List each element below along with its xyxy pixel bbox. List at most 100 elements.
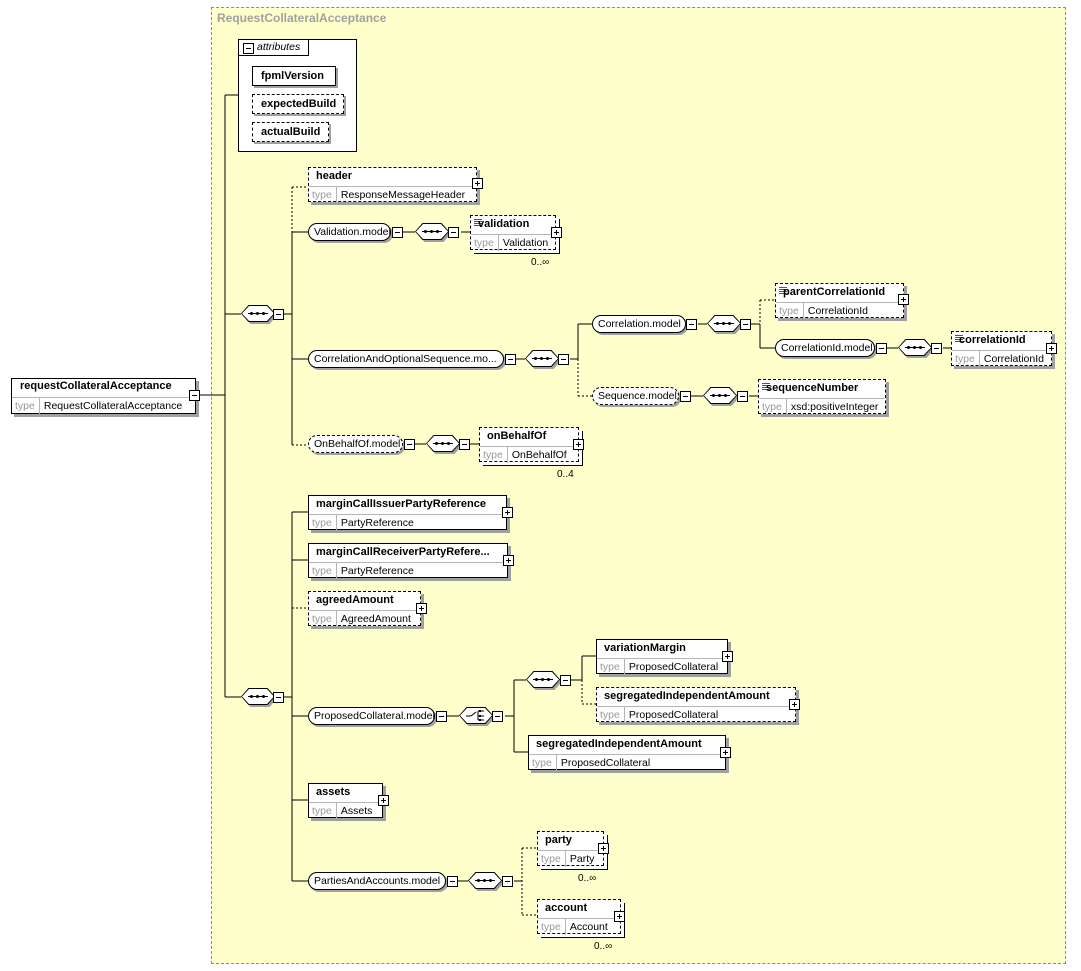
element-type: AgreedAmount: [340, 613, 411, 625]
expand-icon[interactable]: [472, 178, 483, 189]
collapse-icon[interactable]: [492, 711, 503, 722]
element-type: Validation: [502, 237, 549, 249]
expand-icon[interactable]: [898, 294, 909, 305]
group-correlation-id-model[interactable]: CorrelationId.model: [775, 339, 875, 357]
group-sequence-model[interactable]: Sequence.model: [592, 387, 679, 405]
type-key: type: [309, 611, 337, 627]
expand-icon[interactable]: [502, 507, 513, 518]
sequence-compositor[interactable]: [415, 223, 451, 242]
collapse-icon[interactable]: [505, 354, 516, 365]
expand-icon[interactable]: [416, 603, 427, 614]
element-type: ProposedCollateral: [628, 661, 719, 673]
documentation-icon: [762, 383, 770, 390]
expand-icon[interactable]: [598, 843, 609, 854]
element-name: segregatedIndependentAmount: [536, 738, 702, 750]
attributes-header: attributes: [239, 40, 309, 56]
sequence-compositor[interactable]: [707, 315, 743, 334]
collapse-icon[interactable]: [876, 343, 887, 354]
sequence-compositor[interactable]: [898, 339, 934, 358]
collapse-icon[interactable]: [436, 711, 447, 722]
documentation-icon: [955, 335, 963, 342]
collapse-icon[interactable]: [243, 43, 254, 54]
collapse-icon[interactable]: [459, 439, 470, 450]
element-type: PartyReference: [340, 517, 414, 529]
element-type: CorrelationId: [807, 305, 868, 317]
sequence-compositor[interactable]: [426, 435, 462, 454]
attributes-group: attributes fpmlVersion expectedBuild act…: [238, 39, 357, 152]
collapse-icon[interactable]: [560, 675, 571, 686]
collapse-icon[interactable]: [392, 227, 403, 238]
attribute-expectedbuild[interactable]: expectedBuild: [252, 94, 344, 114]
sequence-compositor[interactable]: [703, 387, 739, 406]
group-correlation-and-optional-sequence-model[interactable]: CorrelationAndOptionalSequence.mo...: [308, 350, 504, 368]
choice-compositor[interactable]: [459, 707, 495, 726]
sequence-compositor[interactable]: [525, 350, 561, 369]
sequence-compositor[interactable]: [241, 688, 277, 707]
group-on-behalf-of-model[interactable]: OnBehalfOf.model: [308, 435, 403, 453]
attribute-actualbuild[interactable]: actualBuild: [252, 122, 329, 142]
collapse-icon[interactable]: [931, 343, 942, 354]
expand-icon[interactable]: [789, 699, 800, 710]
collapse-icon[interactable]: [448, 227, 459, 238]
collapse-icon[interactable]: [404, 439, 415, 450]
element-name: marginCallIssuerPartyReference: [316, 498, 486, 510]
collapse-icon[interactable]: [189, 390, 200, 401]
expand-icon[interactable]: [551, 227, 562, 238]
choice-icon: [466, 710, 484, 721]
expand-icon[interactable]: [573, 439, 584, 450]
group-parties-and-accounts-model[interactable]: PartiesAndAccounts.model: [308, 872, 446, 890]
type-key: type: [952, 351, 980, 367]
type-key: type: [309, 563, 337, 579]
collapse-icon[interactable]: [680, 391, 691, 402]
collapse-icon[interactable]: [686, 319, 697, 330]
type-key: type: [776, 303, 804, 319]
sequence-compositor[interactable]: [526, 671, 562, 690]
collapse-icon[interactable]: [558, 354, 569, 365]
group-proposed-collateral-model[interactable]: ProposedCollateral.model: [308, 707, 435, 725]
expand-icon[interactable]: [720, 747, 731, 758]
type-key: type: [309, 515, 337, 531]
collapse-icon[interactable]: [737, 391, 748, 402]
type-key: type: [597, 707, 625, 723]
group-correlation-model[interactable]: Correlation.model: [592, 315, 686, 333]
expand-icon[interactable]: [1046, 343, 1057, 354]
collapse-icon[interactable]: [740, 319, 751, 330]
element-name: account: [545, 902, 588, 914]
collapse-icon[interactable]: [273, 692, 284, 703]
group-validation-model[interactable]: Validation.model: [308, 223, 391, 241]
frame-title: RequestCollateralAcceptance: [217, 11, 387, 25]
attribute-fpmlversion[interactable]: fpmlVersion: [252, 66, 336, 86]
sequence-compositor[interactable]: [241, 305, 277, 324]
expand-icon[interactable]: [503, 555, 514, 566]
collapse-icon[interactable]: [273, 309, 284, 320]
type-key: type: [759, 399, 787, 415]
root-element-name: requestCollateralAcceptance: [20, 380, 172, 392]
element-type: OnBehalfOf: [511, 449, 567, 461]
collapse-icon[interactable]: [502, 876, 513, 887]
expand-icon[interactable]: [378, 795, 389, 806]
element-name: assets: [316, 786, 351, 798]
collapse-icon[interactable]: [447, 876, 458, 887]
sequence-compositor[interactable]: [468, 872, 504, 891]
type-key: type: [471, 235, 499, 251]
element-name: onBehalfOf: [487, 430, 547, 442]
expand-icon[interactable]: [614, 911, 625, 922]
expand-icon[interactable]: [722, 651, 733, 662]
